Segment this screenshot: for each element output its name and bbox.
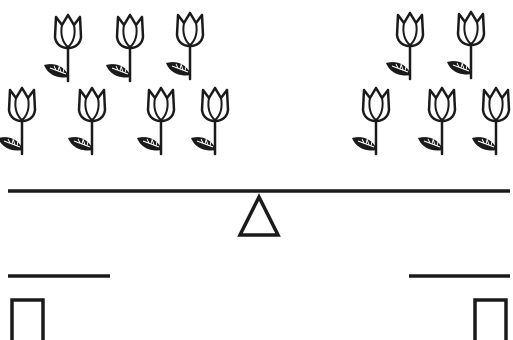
tulip-icon (135, 86, 176, 156)
tulip-icon (164, 11, 205, 81)
tulip-icon (189, 86, 230, 156)
tulip-icon (66, 86, 107, 156)
tulip-icon (0, 86, 37, 156)
right-comparison-box[interactable] (473, 298, 508, 340)
left-comparison-box[interactable] (10, 298, 45, 340)
tulip-icon (350, 86, 391, 156)
left-tulip-group (0, 11, 230, 156)
tulip-icon (445, 10, 486, 80)
tulip-icon (384, 11, 425, 81)
tulip-icon (104, 13, 145, 83)
right-tulip-group (350, 10, 511, 156)
tulip-icon (416, 86, 457, 156)
fulcrum-triangle (237, 193, 281, 237)
tulip-icon (470, 86, 511, 156)
tulip-icon (42, 13, 83, 83)
